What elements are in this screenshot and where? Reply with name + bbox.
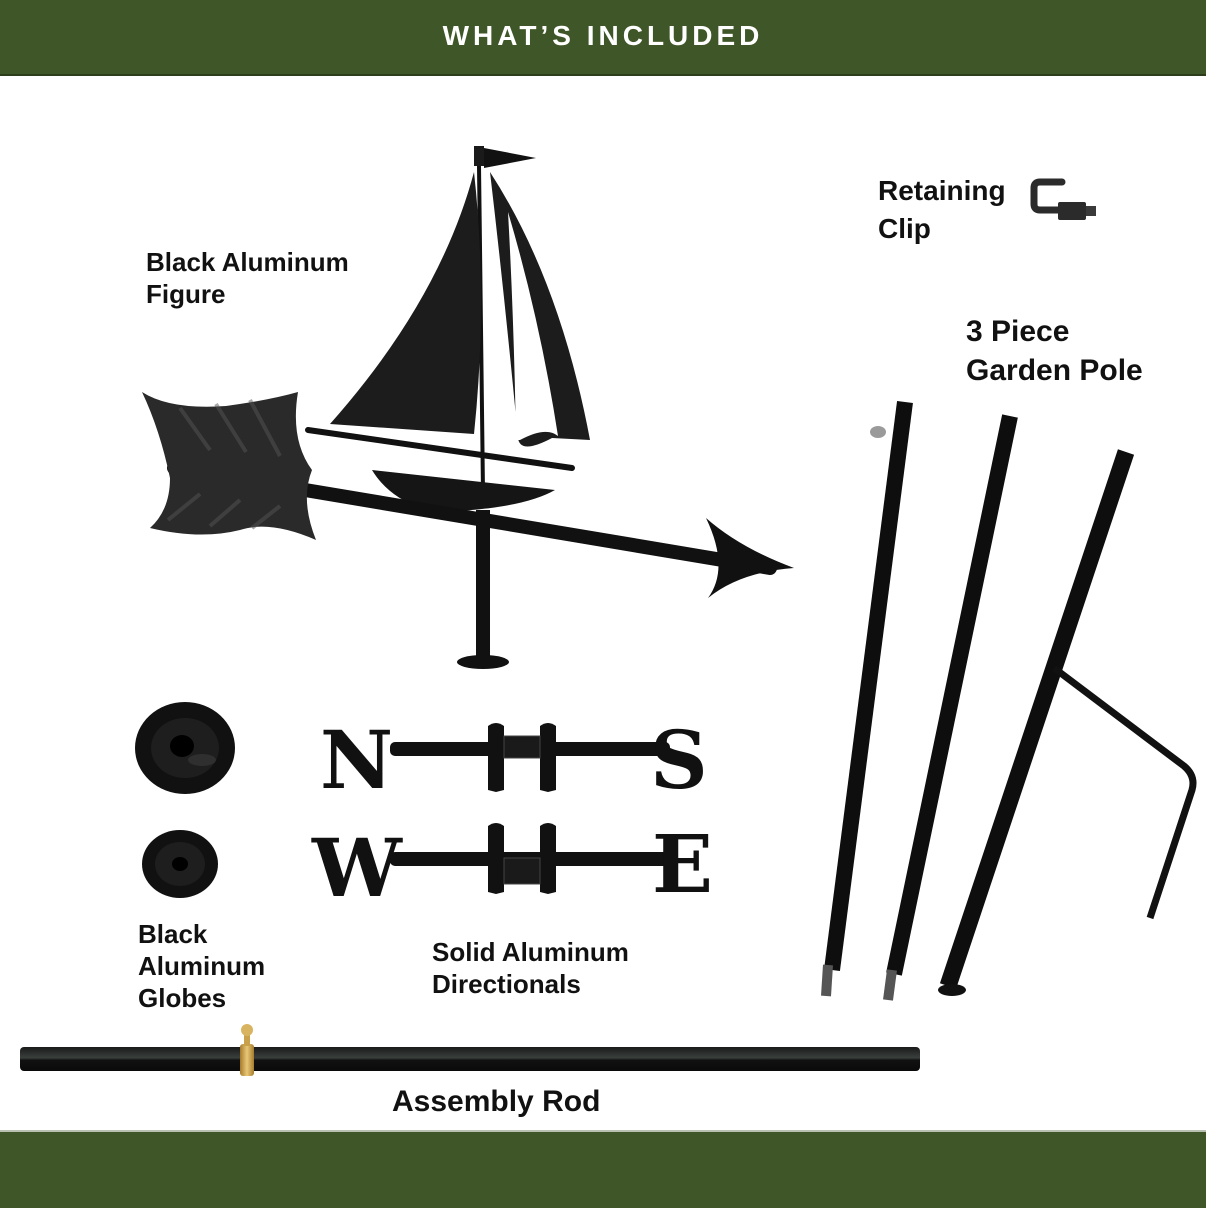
svg-text:N: N xyxy=(320,713,393,807)
retaining-clip-icon xyxy=(1030,178,1096,220)
header-banner: WHAT’S INCLUDED xyxy=(0,0,1206,76)
globes-label: Black Aluminum Globes xyxy=(138,918,265,1014)
svg-text:E: E xyxy=(652,817,713,911)
globes-label-line2: Aluminum xyxy=(138,951,266,981)
svg-text:S: S xyxy=(650,713,708,807)
assembly-rod-icon xyxy=(20,1024,920,1076)
clip-label-line1: Retaining xyxy=(878,175,1006,206)
globes-label-line3: Globes xyxy=(138,983,227,1013)
directionals-icon: N S W E xyxy=(311,713,713,915)
assembly-rod-label: Assembly Rod xyxy=(392,1086,600,1118)
clip-label-line2: Clip xyxy=(878,213,931,244)
svg-text:W: W xyxy=(311,821,403,915)
directionals-label-line2: Directionals xyxy=(432,969,581,999)
page-title: WHAT’S INCLUDED xyxy=(442,20,764,51)
pole-label-line2: Garden Pole xyxy=(966,354,1143,387)
garden-pole-label: 3 Piece Garden Pole xyxy=(966,312,1143,390)
figure-label-line1: Black Aluminum xyxy=(146,247,349,277)
rod-label-line1: Assembly Rod xyxy=(392,1085,601,1118)
footer-banner xyxy=(0,1130,1206,1208)
directionals-label: Solid Aluminum Directionals xyxy=(432,936,629,1000)
directionals-label-line1: Solid Aluminum xyxy=(432,937,629,967)
retaining-clip-label: Retaining Clip xyxy=(878,172,1006,248)
pole-label-line1: 3 Piece xyxy=(966,315,1070,348)
globe-large-icon xyxy=(135,702,235,794)
figure-label-line2: Figure xyxy=(146,279,226,309)
figure-label: Black Aluminum Figure xyxy=(146,246,349,310)
globe-small-icon xyxy=(142,830,218,898)
globes-label-line1: Black xyxy=(138,919,208,949)
